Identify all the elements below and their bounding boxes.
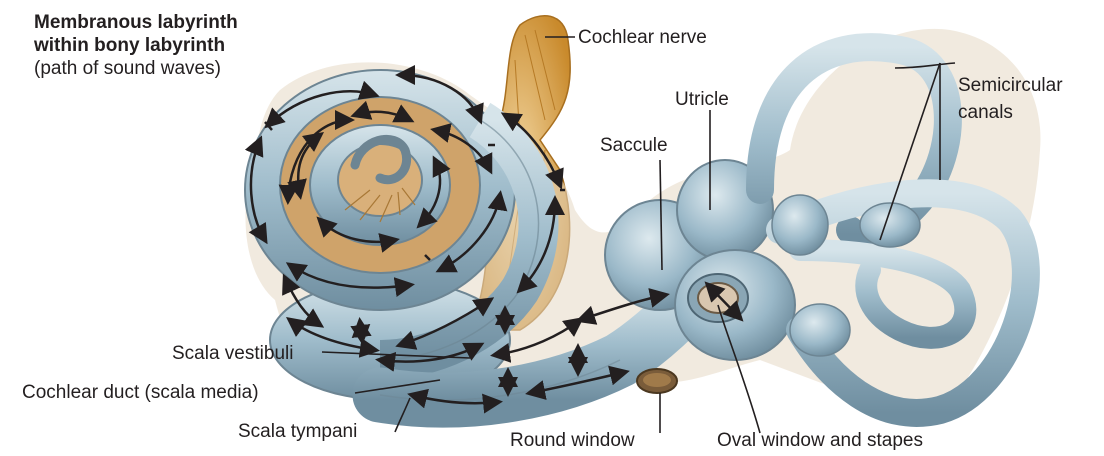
oval-window-shape — [688, 274, 748, 322]
label-scala-vestibuli: Scala vestibuli — [172, 344, 293, 363]
label-utricle: Utricle — [675, 90, 729, 109]
label-saccule: Saccule — [600, 136, 668, 155]
label-cochlear-nerve: Cochlear nerve — [578, 28, 707, 47]
label-semicircular: Semicircular — [958, 76, 1063, 95]
diagram-title: Membranous labyrinth within bony labyrin… — [34, 12, 238, 80]
label-scala-tympani: Scala tympani — [238, 422, 357, 441]
label-canals: canals — [958, 103, 1013, 122]
label-cochlear-duct: Cochlear duct (scala media) — [22, 383, 259, 402]
title-line-2: within bony labyrinth — [34, 35, 238, 58]
label-round-window: Round window — [510, 431, 635, 450]
title-line-1: Membranous labyrinth — [34, 12, 238, 35]
round-window-shape — [637, 369, 677, 393]
label-oval-window: Oval window and stapes — [717, 431, 923, 450]
title-line-3: (path of sound waves) — [34, 58, 238, 81]
